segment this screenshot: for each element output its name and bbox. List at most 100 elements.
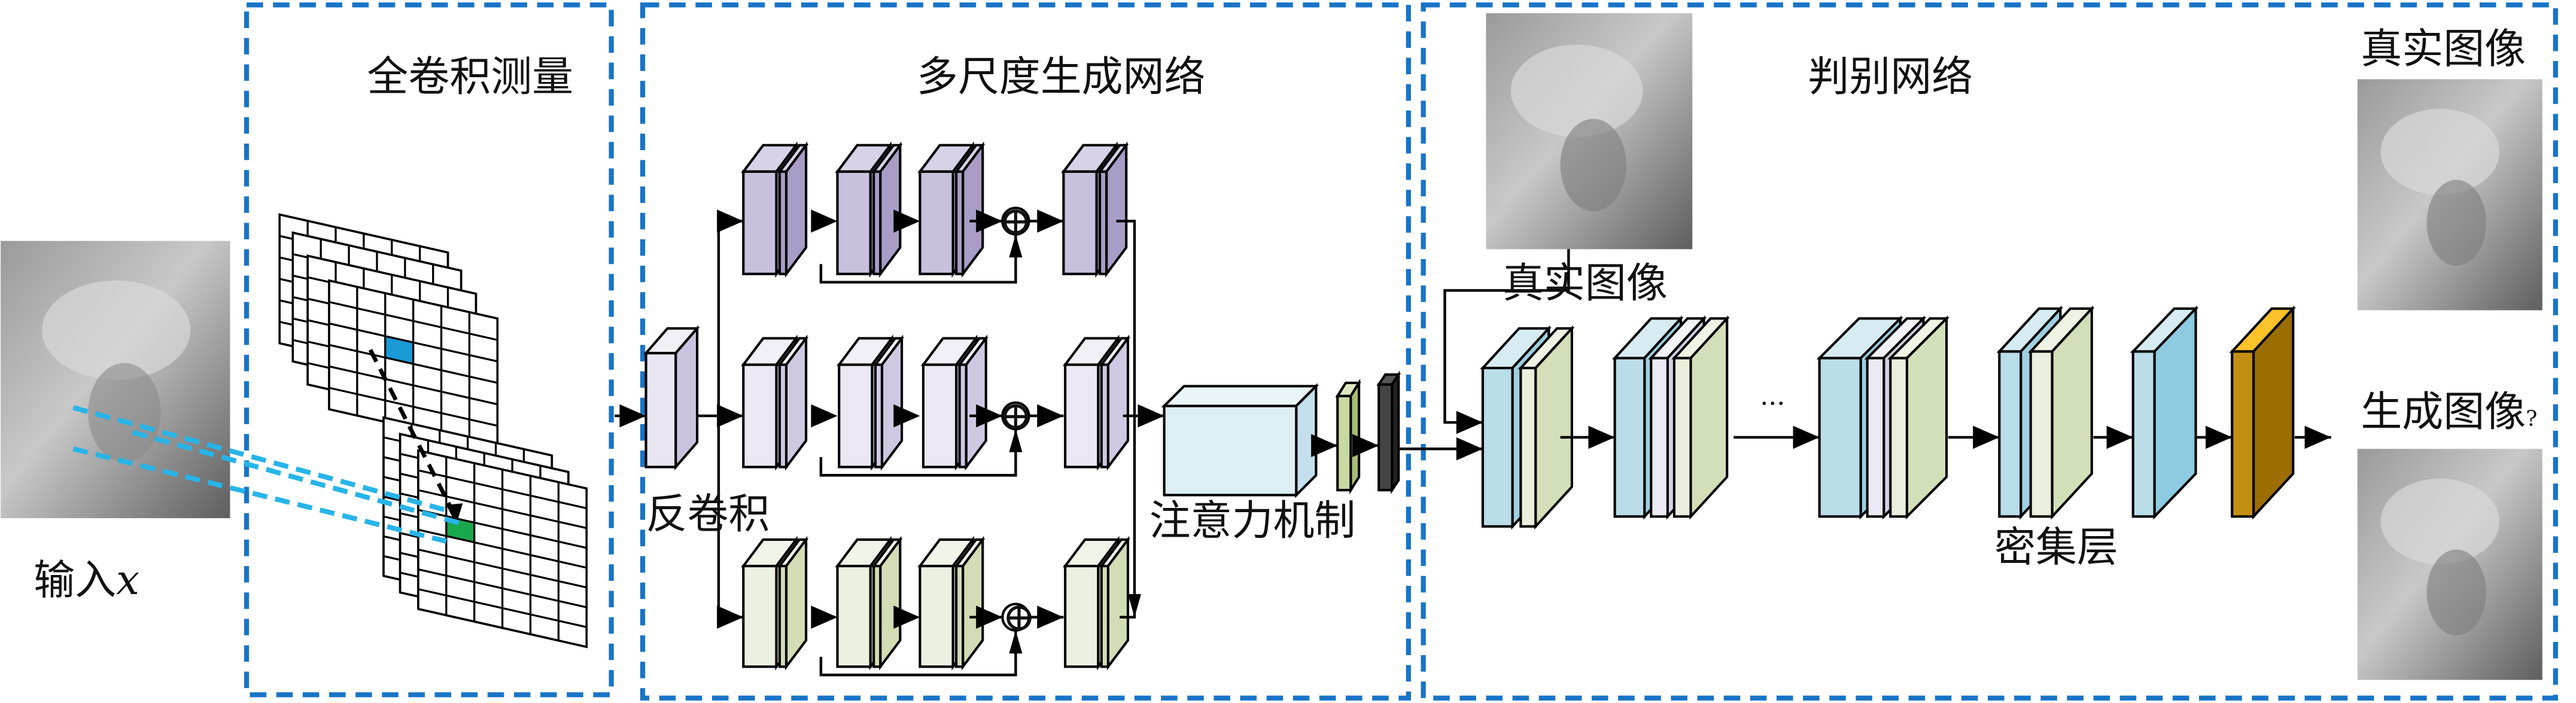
arrow-head-icon [717, 404, 744, 428]
block-front [874, 363, 884, 468]
block-front [1481, 367, 1514, 528]
block-front [778, 564, 788, 668]
residual-block-layer [871, 535, 903, 671]
discriminator-layer [2130, 305, 2199, 520]
grid-line [400, 433, 569, 473]
grid-line [418, 469, 587, 510]
deconv-label: 反卷积 [646, 491, 770, 538]
generator-title: 多尺度生成网络 [917, 53, 1206, 101]
grid-line [418, 528, 587, 569]
block-front [955, 170, 965, 275]
block-front [1866, 357, 1885, 518]
residual-block-layer [872, 334, 905, 471]
grid-line [418, 588, 587, 628]
arrow-head-icon [1352, 434, 1379, 458]
residual-block-layer [1097, 141, 1129, 278]
block-front [1064, 363, 1100, 468]
real-image-inner [1486, 13, 1693, 249]
block-front [872, 564, 882, 668]
discriminator-layer [2027, 305, 2095, 520]
arrow-head-icon [1037, 404, 1064, 428]
grid-line [418, 449, 587, 490]
block-front [1613, 357, 1646, 518]
block-front [872, 170, 882, 275]
block-front [644, 352, 677, 468]
block-front [742, 564, 778, 668]
block-front [1650, 357, 1669, 518]
measurement-title: 全卷积测量 [367, 53, 573, 101]
attention-layer-green [1335, 378, 1361, 495]
arrow-head-icon [811, 209, 838, 233]
arrow-head-icon [1138, 404, 1164, 428]
residual-block-layer [957, 334, 989, 471]
arrow-head-icon [976, 605, 1003, 629]
block-front [919, 564, 954, 668]
grid-line [307, 254, 476, 295]
grid-line [383, 416, 552, 457]
deconv-block [643, 325, 700, 471]
grid-line [418, 509, 587, 549]
block-front [742, 363, 778, 468]
block-front [1672, 357, 1692, 518]
arrow-head-icon [2106, 425, 2133, 449]
block-front [1100, 363, 1109, 468]
grid-line [329, 387, 498, 427]
arrow-head-icon [1009, 234, 1023, 258]
block-front [1064, 564, 1100, 668]
feature-map-grid [417, 449, 588, 649]
highlight-cell [385, 336, 413, 364]
residual-block-layer [1099, 334, 1131, 471]
arrow-head-icon [1588, 425, 1615, 449]
plus-symbol-row1: ⊕ [999, 198, 1032, 244]
discriminator-network [1443, 249, 2331, 530]
attention-block [1161, 383, 1319, 498]
residual-block-layer [953, 535, 986, 671]
grid-line [329, 301, 498, 341]
block-front [1336, 394, 1352, 492]
dense-layer-label: 密集层 [1994, 524, 2118, 571]
arrow-head-icon [1973, 425, 2000, 449]
residual-block-layer [953, 141, 986, 278]
plus-symbol-row2: ⊕ [999, 392, 1032, 439]
grid-line [329, 343, 498, 384]
skip-connection [819, 234, 1017, 284]
arrow-head-icon [1311, 434, 1338, 458]
grid-line [418, 548, 587, 589]
arrow-head-icon [1037, 209, 1064, 233]
block-front [955, 564, 965, 668]
block-front [778, 170, 788, 275]
arrow-head-icon [2206, 425, 2233, 449]
arrow-head-icon [811, 605, 838, 629]
projection-line [132, 430, 467, 528]
discriminator-title: 判别网络 [1808, 53, 1973, 101]
block-front [778, 363, 788, 468]
block-front [958, 363, 968, 468]
arrow-head-icon [976, 209, 1003, 233]
block-front [836, 170, 872, 275]
block-front [838, 363, 874, 468]
arrow-head-icon [1456, 437, 1483, 461]
block-front [1519, 367, 1537, 528]
block-front [1818, 357, 1862, 518]
measurement-grids [72, 213, 588, 649]
block-front [1100, 564, 1109, 668]
residual-block-layer [1099, 535, 1131, 671]
grid-line [329, 322, 498, 363]
block-front [836, 564, 872, 668]
real-image-out-label: 真实图像 [2361, 25, 2526, 73]
residual-block-layer [871, 141, 903, 278]
block-front [1098, 170, 1108, 275]
plus-symbol-row3: ⊕ [1002, 594, 1035, 640]
residual-block-layer [777, 535, 809, 671]
block-front [742, 170, 778, 275]
arrow-head-icon [1456, 410, 1483, 434]
block-front [919, 170, 954, 275]
block-front [2231, 350, 2255, 518]
grid-line [329, 279, 498, 319]
attention-layer-dark [1376, 370, 1401, 495]
block-front [2029, 350, 2054, 518]
arrow-head-icon [893, 605, 920, 629]
arrow-head-icon [1009, 429, 1023, 452]
block-top [1161, 385, 1319, 407]
block-front [2131, 350, 2156, 518]
